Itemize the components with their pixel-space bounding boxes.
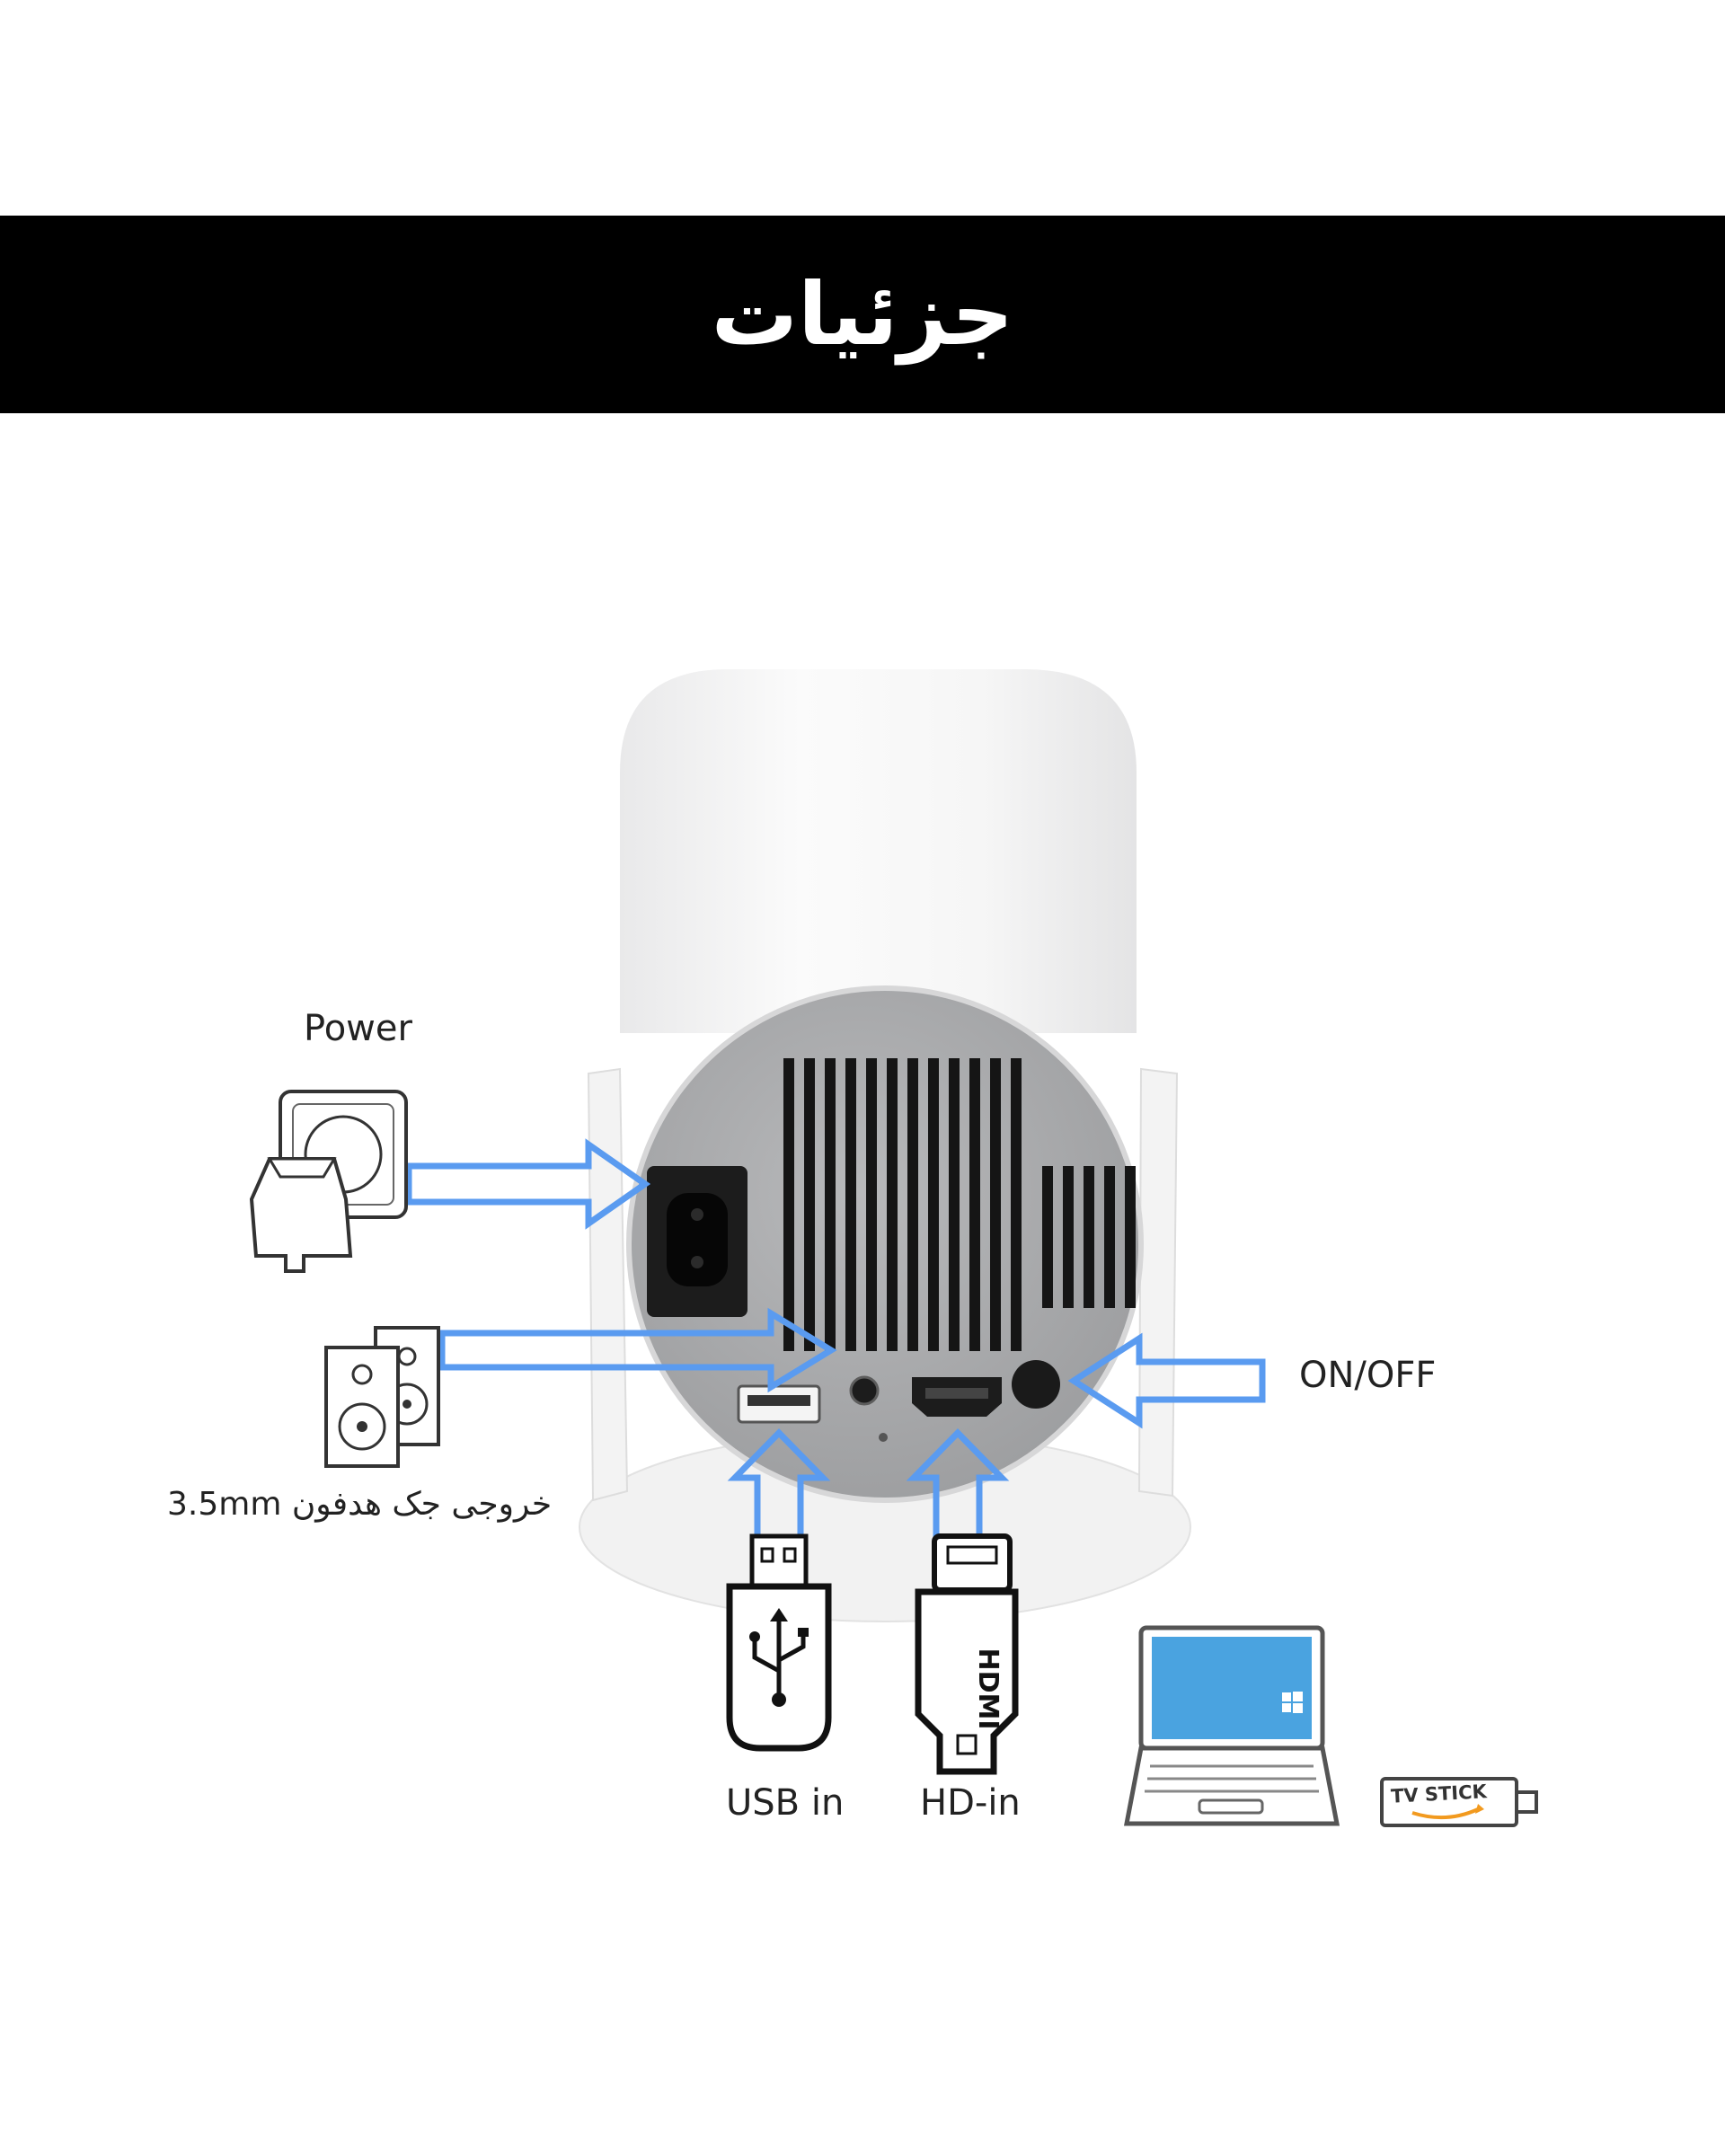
arrow-usb [727, 1427, 831, 1542]
vent-slot [804, 1058, 815, 1351]
page-title: جزئیات [711, 264, 1014, 365]
vent-slot [990, 1058, 1001, 1351]
projector-stand-left [587, 1067, 629, 1502]
projector-body [620, 669, 1137, 1033]
wall-socket-plug-icon [249, 1090, 408, 1273]
projector-stand-right [1137, 1067, 1179, 1498]
vent-slot [1104, 1166, 1115, 1308]
vent-slot [825, 1058, 836, 1351]
usb-in-label: USB in [726, 1782, 845, 1824]
projector [579, 669, 1191, 1622]
usb-plug-icon [726, 1533, 832, 1752]
vent-slot [887, 1058, 898, 1351]
power-inlet-pin-bottom [691, 1256, 703, 1268]
power-label: Power [304, 1008, 412, 1049]
speakers-icon [324, 1326, 440, 1468]
arrow-audio [438, 1307, 837, 1393]
title-banner: جزئیات [0, 216, 1725, 413]
tv-stick-icon [1380, 1777, 1538, 1827]
hdmi-plug-icon: HDMI [915, 1533, 1019, 1775]
usb-port-tongue [748, 1395, 810, 1406]
vent-slot [1042, 1166, 1053, 1308]
vent-slot [969, 1058, 980, 1351]
vent-slot [928, 1058, 939, 1351]
vent-slot [1063, 1166, 1074, 1308]
on-off-label: ON/OFF [1299, 1355, 1437, 1396]
headphone-jack-label: 3.5mm خروجی جک هدفون [167, 1486, 553, 1523]
arrow-onoff [1067, 1332, 1266, 1429]
hdmi-plug-label: HDMI [972, 1648, 1004, 1729]
vent-slot [845, 1058, 856, 1351]
arrow-hdmi [906, 1427, 1010, 1542]
power-inlet-pin-top [691, 1208, 703, 1221]
vent-slot [1125, 1166, 1136, 1308]
hdmi-port-inner [925, 1388, 988, 1399]
arrow-power [405, 1138, 651, 1230]
power-inlet-slot [667, 1193, 728, 1286]
arrows [405, 1138, 1266, 1542]
vent-slot [907, 1058, 918, 1351]
laptop-icon [1123, 1625, 1340, 1826]
vent-slot [1011, 1058, 1022, 1351]
vent-slot [1084, 1166, 1094, 1308]
reset-hole [879, 1433, 888, 1442]
vent-slot [866, 1058, 877, 1351]
vent-slot [949, 1058, 960, 1351]
vent-grille [783, 1058, 1136, 1351]
audio-jack [849, 1375, 880, 1406]
hd-in-label: HD-in [920, 1782, 1021, 1824]
power-button [1012, 1360, 1060, 1409]
vent-slot [783, 1058, 794, 1351]
